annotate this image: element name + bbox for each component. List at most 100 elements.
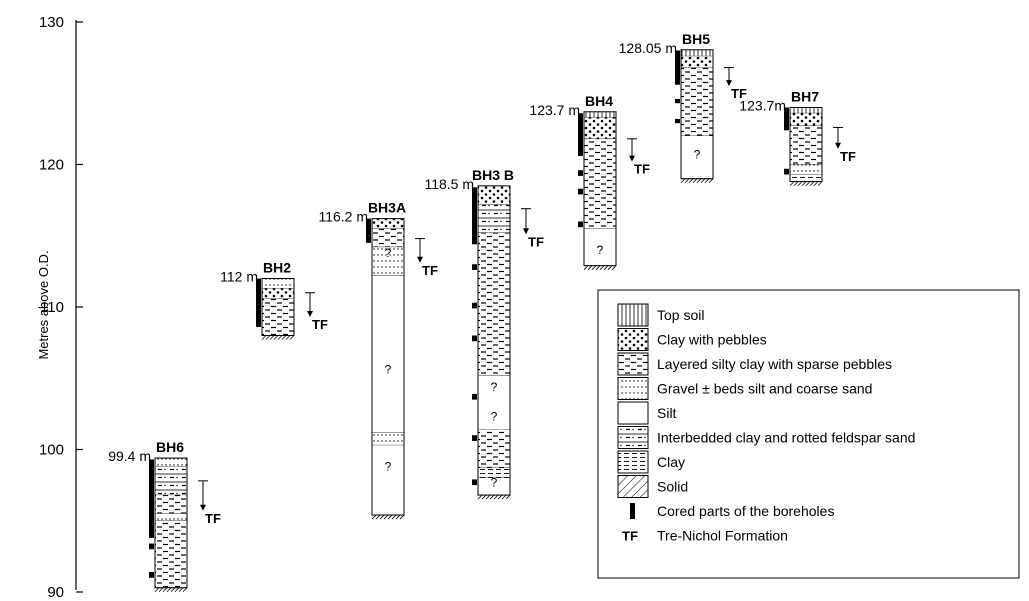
legend-label: Tre-Nichol Formation — [657, 528, 788, 544]
legend-swatch-interbedded — [618, 427, 648, 449]
base-hatch — [171, 588, 175, 592]
layer-gravel — [372, 432, 404, 445]
layer-pebbles — [681, 56, 713, 67]
tf-label: TF — [422, 263, 438, 278]
base-hatch — [380, 515, 384, 519]
y-tick-label: 100 — [39, 442, 64, 459]
layer-pebbles — [478, 186, 510, 205]
layer-clay — [790, 174, 822, 181]
layer-gravel — [790, 165, 822, 175]
borehole-top-elevation: 118.5 m — [424, 176, 474, 192]
base-hatch — [384, 515, 388, 519]
cored-bar — [149, 544, 154, 550]
layer-pebbles — [790, 113, 822, 126]
cored-bar — [578, 113, 583, 156]
base-hatch — [798, 182, 802, 186]
base-hatch — [584, 266, 588, 270]
borehole-name: BH2 — [263, 260, 291, 276]
base-hatch — [159, 588, 163, 592]
layer-layered — [372, 229, 404, 248]
legend-item-layered: Layered silty clay with sparse pebbles — [618, 353, 892, 375]
base-hatch — [705, 179, 709, 183]
base-hatch — [794, 182, 798, 186]
base-hatch — [810, 182, 814, 186]
layer-topsoil — [681, 50, 713, 56]
layer-layered — [478, 430, 510, 468]
tf-label: TF — [840, 149, 856, 164]
borehole-bh3b: ???BH3 B118.5 mTF — [424, 167, 543, 499]
base-hatch — [592, 266, 596, 270]
uncertain-mark: ? — [385, 246, 392, 260]
cored-bar — [472, 479, 477, 485]
legend-label: Clay — [657, 454, 685, 470]
legend-label: Solid — [657, 479, 688, 495]
layer-topsoil — [790, 108, 822, 114]
cored-bar — [256, 279, 261, 327]
base-hatch — [155, 588, 159, 592]
base-hatch — [290, 336, 294, 340]
base-hatch — [262, 336, 266, 340]
borehole-top-elevation: 112 m — [220, 269, 258, 285]
base-hatch — [502, 495, 506, 499]
base-hatch — [802, 182, 806, 186]
base-hatch — [685, 179, 689, 183]
base-hatch — [274, 336, 278, 340]
layer-layered — [584, 139, 616, 229]
base-hatch — [392, 515, 396, 519]
cored-bar — [472, 435, 477, 441]
legend: Top soilClay with pebblesLayered silty c… — [598, 290, 1019, 578]
cored-bar — [149, 459, 154, 537]
base-hatch — [266, 336, 270, 340]
base-hatch — [388, 515, 392, 519]
cored-bar — [472, 336, 477, 342]
layer-pebbles — [262, 288, 294, 298]
layer-layered — [262, 298, 294, 335]
borehole-name: BH3 B — [472, 167, 514, 183]
legend-label: Cored parts of the boreholes — [657, 503, 834, 519]
legend-label: Interbedded clay and rotted feldspar san… — [657, 430, 915, 446]
base-hatch — [608, 266, 612, 270]
base-hatch — [282, 336, 286, 340]
base-hatch — [183, 588, 187, 592]
base-hatch — [701, 179, 705, 183]
layer-gravel — [262, 279, 294, 289]
y-tick-label: 120 — [39, 157, 64, 174]
base-hatch — [270, 336, 274, 340]
cored-bar — [472, 187, 477, 244]
legend-swatch-silt — [618, 402, 648, 424]
borehole-name: BH5 — [682, 31, 710, 47]
base-hatch — [478, 495, 482, 499]
legend-swatch-layered — [618, 353, 648, 375]
cored-bar — [578, 189, 583, 195]
base-hatch — [814, 182, 818, 186]
legend-label: Top soil — [657, 307, 704, 323]
layer-pebbles — [584, 117, 616, 138]
y-tick-label: 130 — [39, 14, 64, 31]
base-hatch — [588, 266, 592, 270]
base-hatch — [167, 588, 171, 592]
base-hatch — [179, 588, 183, 592]
legend-swatch-cored — [630, 503, 635, 519]
layer-layered — [790, 126, 822, 164]
layer-interbedded — [155, 467, 187, 496]
cored-bar — [149, 572, 154, 578]
base-hatch — [693, 179, 697, 183]
legend-item-gravel: Gravel ± beds silt and coarse sand — [618, 378, 872, 400]
legend-item-silt: Silt — [618, 402, 677, 424]
layer-pebbles — [372, 219, 404, 229]
base-hatch — [278, 336, 282, 340]
base-hatch — [498, 495, 502, 499]
base-hatch — [494, 495, 498, 499]
base-hatch — [681, 179, 685, 183]
legend-swatch-gravel — [618, 378, 648, 400]
base-hatch — [600, 266, 604, 270]
base-hatch — [376, 515, 380, 519]
borehole-bh4: ?BH4123.7 mTF — [529, 93, 650, 270]
uncertain-mark: ? — [597, 243, 604, 257]
cored-bar — [472, 264, 477, 270]
cored-bar — [784, 169, 789, 175]
layer-gravel — [155, 458, 187, 467]
